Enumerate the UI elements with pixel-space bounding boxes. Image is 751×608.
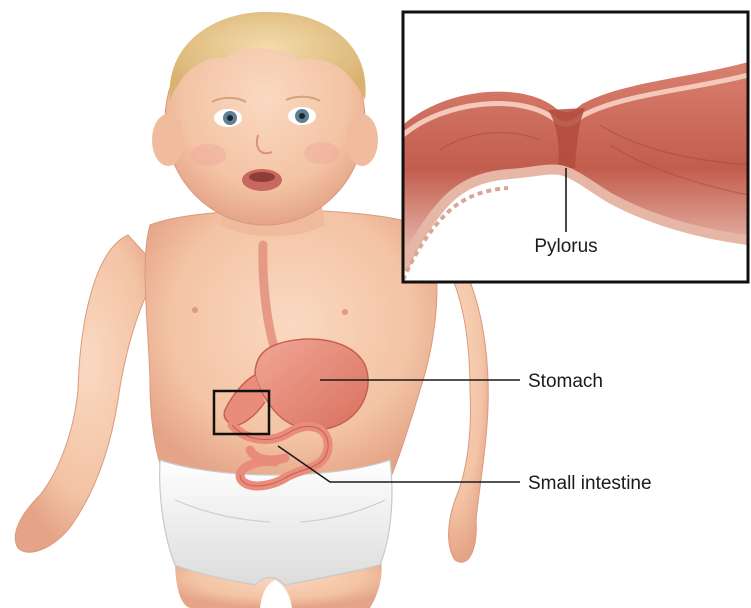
inset-panel: Pylorus	[403, 12, 748, 282]
left-arm	[15, 235, 160, 552]
left-ear	[152, 114, 184, 166]
right-ear	[346, 114, 378, 166]
small-intestine-label: Small intestine	[528, 473, 652, 494]
stomach-label: Stomach	[528, 371, 603, 392]
pylorus-label: Pylorus	[534, 236, 597, 257]
